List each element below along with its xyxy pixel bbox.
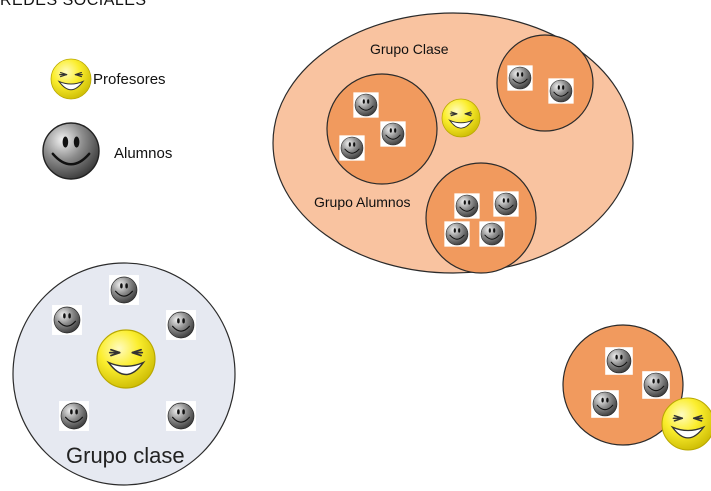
teacher-icon <box>661 397 711 451</box>
student-icon <box>605 347 633 375</box>
class-group-network <box>272 12 634 274</box>
page-title: REDES SOCIALES <box>0 0 147 9</box>
student-icon <box>52 305 82 335</box>
teacher-icon <box>96 329 156 389</box>
small-group <box>562 324 711 451</box>
student-icon <box>353 92 378 117</box>
classroom-group <box>12 262 236 486</box>
student-icon <box>591 390 619 418</box>
student-icon <box>380 121 405 146</box>
student-icon <box>59 401 89 431</box>
student-icon <box>339 135 364 160</box>
classroom-label: Grupo clase <box>66 443 185 468</box>
teacher-icon <box>441 98 481 138</box>
student-icon <box>166 310 196 340</box>
legend-students-label: Alumnos <box>114 145 173 162</box>
student-icon <box>507 65 532 90</box>
class-group-label: Grupo Clase <box>370 41 449 57</box>
student-group-circle-right <box>496 34 594 132</box>
student-icon <box>444 221 469 246</box>
student-icon <box>109 275 139 305</box>
legend <box>42 58 100 180</box>
legend-teachers-label: Profesores <box>93 71 166 88</box>
student-icon <box>548 78 573 103</box>
student-legend-icon <box>42 122 100 180</box>
student-icon <box>493 191 518 216</box>
student-icon <box>642 371 670 399</box>
student-icon <box>166 401 196 431</box>
student-group-label: Grupo Alumnos <box>314 194 411 210</box>
student-icon <box>454 193 479 218</box>
student-icon <box>479 221 504 246</box>
teacher-legend-icon <box>50 58 92 100</box>
student-group-circle-bottom <box>425 162 537 274</box>
